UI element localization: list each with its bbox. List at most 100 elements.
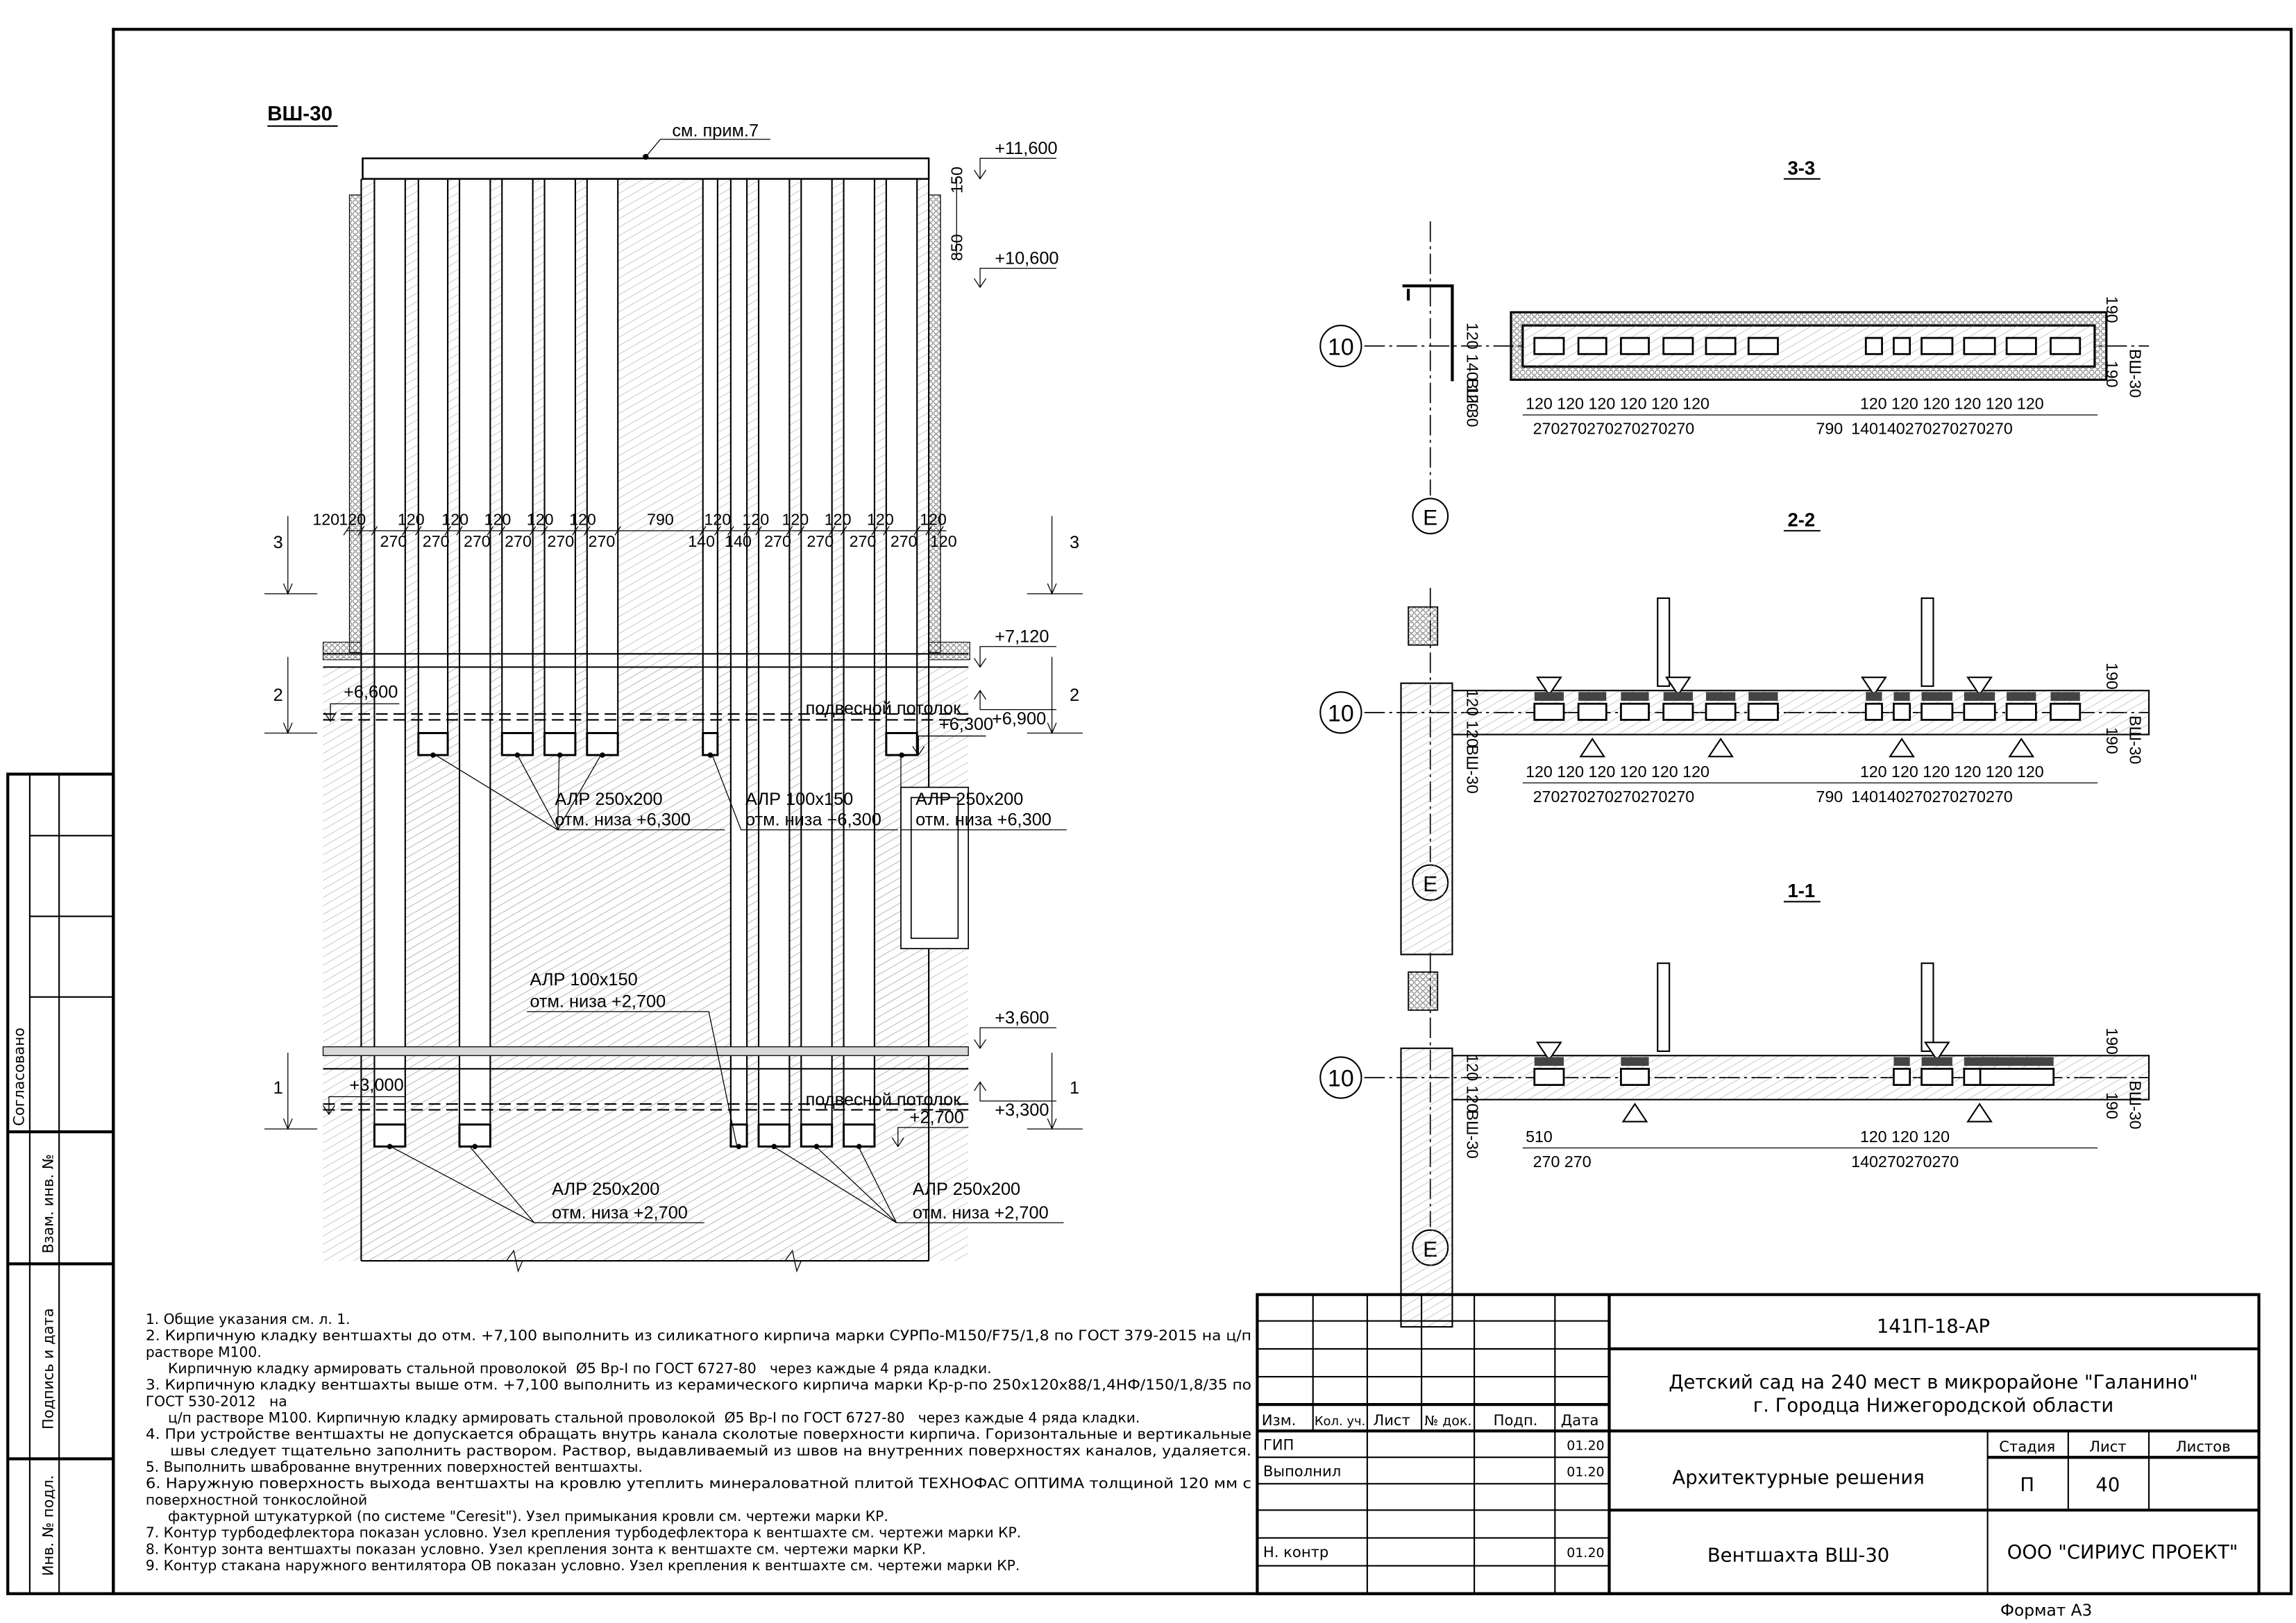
dim-bottom-label: 270: [380, 532, 407, 550]
dim-top-label: 120: [920, 510, 947, 528]
dim-tick: [925, 526, 932, 536]
ceiling-label-upper: подвесной потолок: [806, 699, 962, 718]
dim-side-left: 120 140 120: [1464, 323, 1482, 412]
dim-chain-bottom-left: 270270270270270270: [1533, 419, 1695, 437]
vent-channel: [458, 178, 491, 1148]
channel-opening: [2050, 337, 2082, 355]
dim-tick: [727, 526, 734, 536]
section-title: 1-1: [1787, 880, 1815, 901]
cut-mark-1-left: 1: [273, 1078, 283, 1098]
note-line: 1. Общие указания см. л. 1.: [146, 1311, 351, 1327]
axis-bubble-10: [1319, 691, 1362, 734]
dim-tick: [498, 526, 506, 536]
channel-opening: [1864, 702, 1883, 721]
callout-alr-3-level: отм. низа +6,300: [915, 810, 1052, 830]
section-cut-marks: 3 3 2 2 1 1: [264, 516, 1083, 1130]
dim-chain-top-right: 120 120 120: [1860, 1128, 1950, 1146]
note-line: швы следует тщательно заполнить растворо…: [146, 1442, 1251, 1459]
dim-top-label: 120: [441, 510, 469, 528]
dim-top-label: 120: [867, 510, 894, 528]
grille-marker: [856, 1144, 862, 1150]
channel-opening: [1893, 702, 1911, 721]
date-norm-control: 01.20: [1567, 1545, 1604, 1561]
channel-opening: [1533, 702, 1565, 721]
dim-bottom-label: 140: [725, 532, 752, 550]
dim-top-label: 120: [825, 510, 852, 528]
dim-tick: [456, 526, 463, 536]
dim-top-label: 120: [742, 510, 769, 528]
level-6900: +6,900: [992, 709, 1046, 729]
vent-channel: [729, 178, 748, 1148]
dim-chain-middle: 790: [1816, 788, 1843, 806]
channel-opening: [1577, 702, 1607, 721]
cut-mark-2-right: 2: [1070, 686, 1079, 705]
dim-tick: [357, 526, 365, 536]
section-title: 3-3: [1787, 157, 1815, 178]
note-line: 2. Кирпичную кладку вентшахты до отм. +7…: [146, 1327, 1251, 1344]
vent-channel: [757, 178, 791, 1148]
grille-marker: [813, 1144, 820, 1150]
note-line: 9. Контур стакана наружного вентилятора …: [146, 1557, 1020, 1574]
callout-alr-1-level: отм. низа +6,300: [555, 810, 691, 830]
dim-side-right-bottom: 190: [2103, 727, 2121, 754]
axis-bubble-e: [1412, 498, 1449, 535]
air-grille: [543, 731, 577, 756]
grille-callouts: АЛР 250x200 отм. низа +6,300 АЛР 100x150…: [390, 753, 1067, 1223]
shaft-tag-right: ВШ-30: [2127, 715, 2145, 764]
dim-tick: [786, 526, 793, 536]
note-line: Кирпичную кладку армировать стальной про…: [146, 1360, 992, 1377]
dim-tick: [755, 526, 762, 536]
vent-channel: [586, 178, 619, 756]
axis-number: 10: [1328, 1066, 1354, 1092]
channel-opening: [1747, 337, 1779, 355]
level-11600: +11,600: [995, 139, 1057, 158]
dim-bottom-label: 270: [423, 532, 450, 550]
callout-alr-4-level: отм. низа +2,700: [530, 992, 666, 1012]
air-grille: [843, 1123, 876, 1148]
dim-bottom-label: 270: [464, 532, 491, 550]
axis-letter: Е: [1423, 504, 1437, 529]
callout-alr-2: АЛР 100x150: [745, 790, 853, 809]
vent-channel: [417, 178, 449, 756]
channel-opening: [1963, 337, 1996, 355]
grille-triangle-icon: [2008, 738, 2035, 758]
note-line: 5. Выполнить шваброванне внутренних пове…: [146, 1459, 643, 1475]
shaft-tag-right: ВШ-30: [2127, 1080, 2145, 1129]
header-qty: Кол. уч.: [1315, 1414, 1366, 1429]
dim-chain-bottom-left: 270 270: [1533, 1153, 1592, 1171]
axis-number: 10: [1328, 701, 1354, 727]
stamp-sign-date: Подпись и дата: [40, 1308, 57, 1429]
level-7120: +7,120: [995, 627, 1049, 646]
dim-chain-bottom-right: 140140270270270270: [1851, 419, 2013, 437]
wall: [1400, 682, 1453, 955]
dim-chain-top-left: 120 120 120 120 120 120: [1526, 395, 1710, 413]
dim-tick: [614, 526, 621, 536]
stage-value: П: [2020, 1475, 2034, 1496]
channel-opening: [1921, 337, 1954, 355]
grille-triangle-icon: [1707, 738, 1734, 758]
grille-marker: [736, 1144, 742, 1150]
sheet-format: Формат А3: [2000, 1601, 2092, 1620]
section-name: Архитектурные решения: [1672, 1467, 1924, 1488]
date-performed: 01.20: [1567, 1465, 1604, 1480]
dim-top-label: 120: [569, 510, 596, 528]
dim-top-label: 120: [484, 510, 512, 528]
channel-opening: [1893, 337, 1911, 355]
channel-opening: [1864, 337, 1883, 355]
dim-top-label: 120: [527, 510, 554, 528]
note-line: ГОСТ 530-2012 на: [146, 1393, 287, 1409]
elevation-title: ВШ-30: [267, 102, 332, 125]
dim-top-label: 120: [782, 510, 809, 528]
grille-triangle-icon: [1664, 677, 1691, 697]
dim-tick: [529, 526, 537, 536]
air-grille: [586, 731, 619, 756]
dim-side-right-top: 190: [2103, 296, 2121, 323]
grille-triangle-icon: [1889, 738, 1915, 758]
dim-tick: [343, 526, 351, 536]
header-date: Дата: [1561, 1411, 1599, 1429]
dim-top-label: 120: [704, 510, 731, 528]
dim-tick: [584, 526, 591, 536]
channel-opening: [1533, 337, 1565, 355]
vent-channel: [501, 178, 534, 756]
axis-bubble-10: [1319, 1056, 1362, 1099]
